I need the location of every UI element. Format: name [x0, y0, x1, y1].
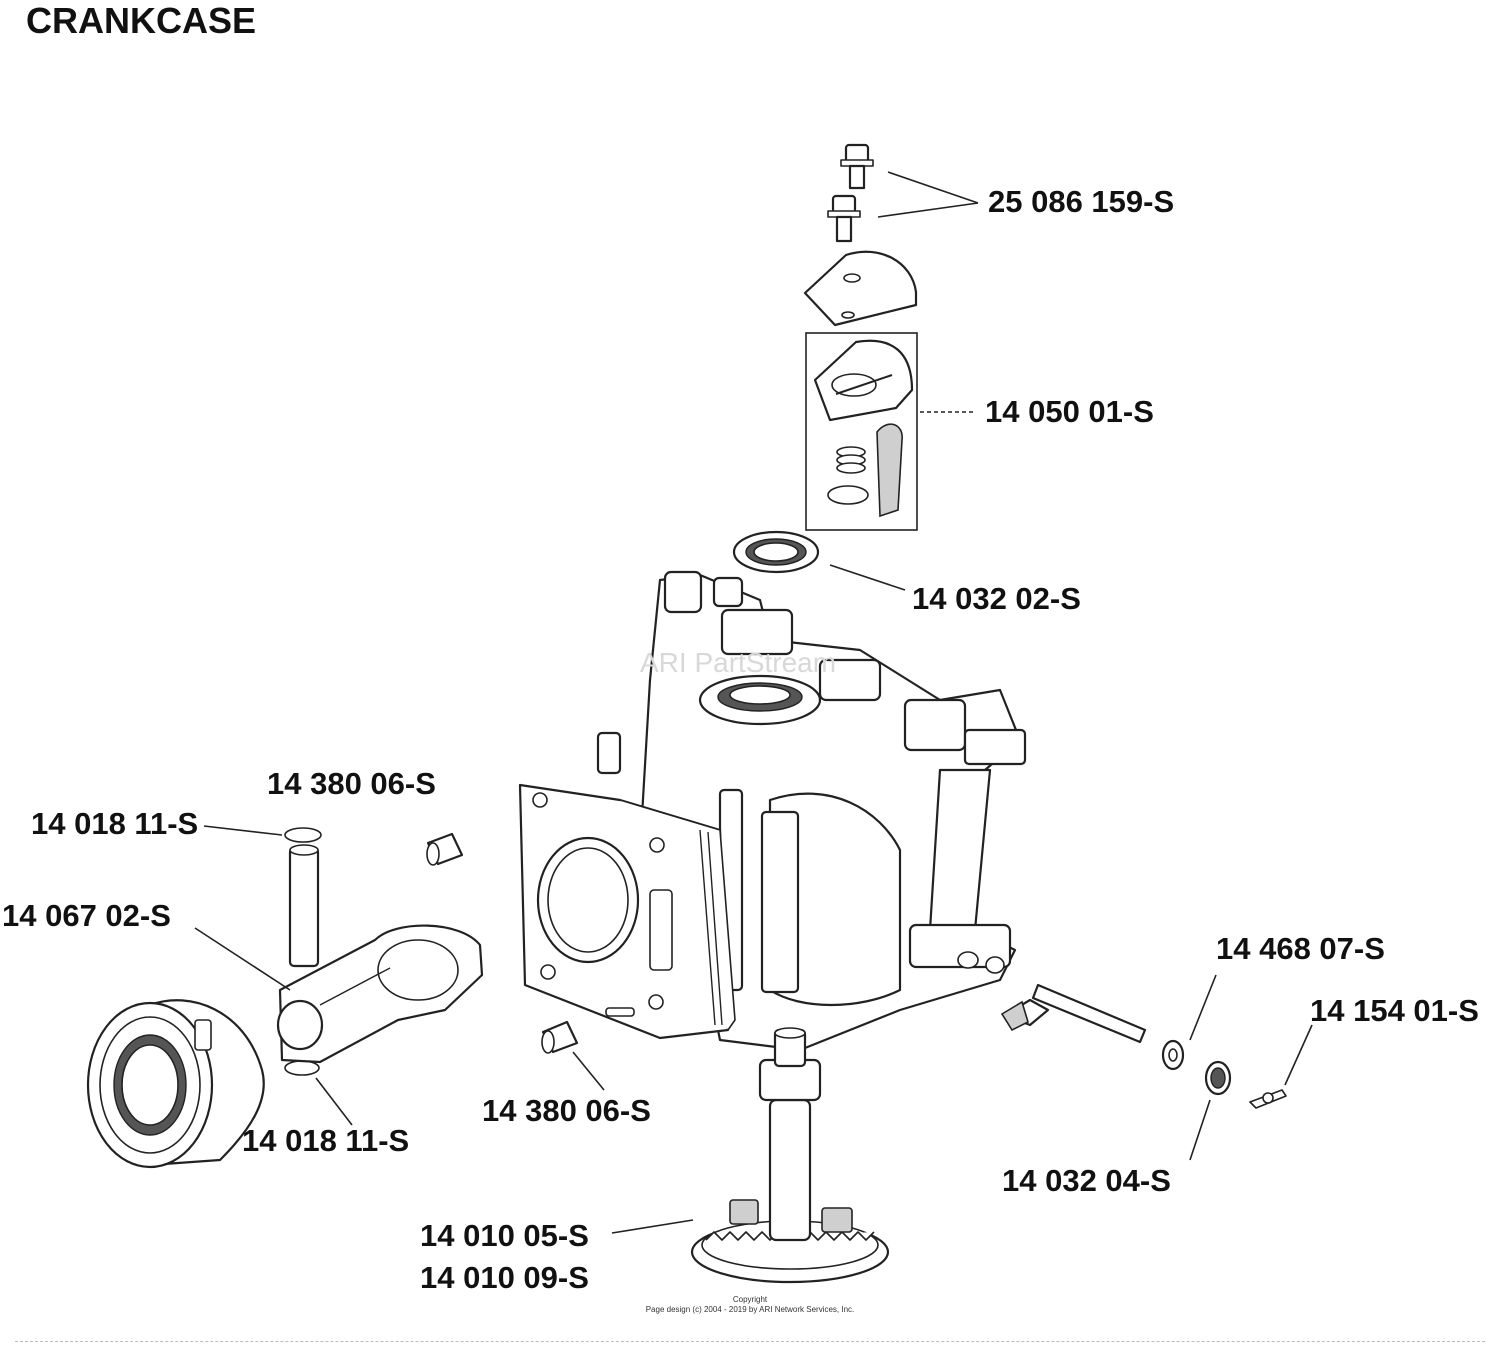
leader-lines	[194, 171, 1313, 1234]
watermark: ARI PartStream	[640, 647, 836, 678]
callout-14-154-01[interactable]: 14 154 01-S	[1310, 993, 1479, 1028]
callout-14-018-11-lower[interactable]: 14 018 11-S	[242, 1123, 409, 1158]
camshaft[interactable]	[690, 1027, 890, 1284]
callout-14-380-06-lower[interactable]: 14 380 06-S	[482, 1093, 651, 1128]
callout-14-468-07[interactable]: 14 468 07-S	[1216, 931, 1385, 966]
footer-divider	[15, 1341, 1485, 1343]
breather-o-ring	[827, 485, 869, 505]
hitch-pin[interactable]	[1249, 1089, 1287, 1109]
breather-kit-box[interactable]	[805, 332, 918, 531]
piston-pin[interactable]	[288, 844, 320, 968]
governor-washer[interactable]	[1161, 1039, 1185, 1071]
breather-cover-plate[interactable]	[803, 250, 918, 327]
piston-pin-retainer-upper[interactable]	[284, 827, 322, 843]
bolt-lower[interactable]	[827, 194, 861, 243]
dowel-pin-lower[interactable]	[541, 1020, 579, 1054]
breather-reed	[876, 423, 903, 518]
callout-14-010-05[interactable]: 14 010 05-S	[420, 1218, 589, 1253]
copyright-line-1: Copyright	[733, 1295, 768, 1304]
page-title: CRANKCASE	[26, 0, 257, 41]
callout-14-050-01[interactable]: 14 050 01-S	[985, 394, 1154, 429]
breather-spring	[836, 446, 866, 474]
callout-14-032-04[interactable]: 14 032 04-S	[1002, 1163, 1171, 1198]
callout-14-032-02[interactable]: 14 032 02-S	[912, 581, 1081, 616]
piston-pin-retainer-lower[interactable]	[284, 1060, 320, 1076]
dowel-pin-upper[interactable]	[426, 832, 464, 866]
oil-seal-top[interactable]	[732, 530, 820, 574]
governor-seal[interactable]	[1204, 1060, 1232, 1096]
crankcase-block[interactable]	[518, 570, 1027, 1052]
callout-14-067-02[interactable]: 14 067 02-S	[2, 898, 171, 933]
callout-14-018-11-upper[interactable]: 14 018 11-S	[31, 806, 198, 841]
callout-labels: 25 086 159-S 14 050 01-S 14 032 02-S 14 …	[2, 184, 1479, 1295]
piston[interactable]	[86, 999, 265, 1169]
copyright-line-2: Page design (c) 2004 - 2019 by ARI Netwo…	[646, 1305, 855, 1314]
bolt-upper[interactable]	[840, 143, 874, 190]
governor-shaft[interactable]	[1000, 983, 1147, 1044]
callout-25-086-159[interactable]: 25 086 159-S	[988, 184, 1174, 219]
callout-14-010-09[interactable]: 14 010 09-S	[420, 1260, 589, 1295]
callout-14-380-06-upper[interactable]: 14 380 06-S	[267, 766, 436, 801]
connecting-rod[interactable]	[276, 924, 484, 1064]
